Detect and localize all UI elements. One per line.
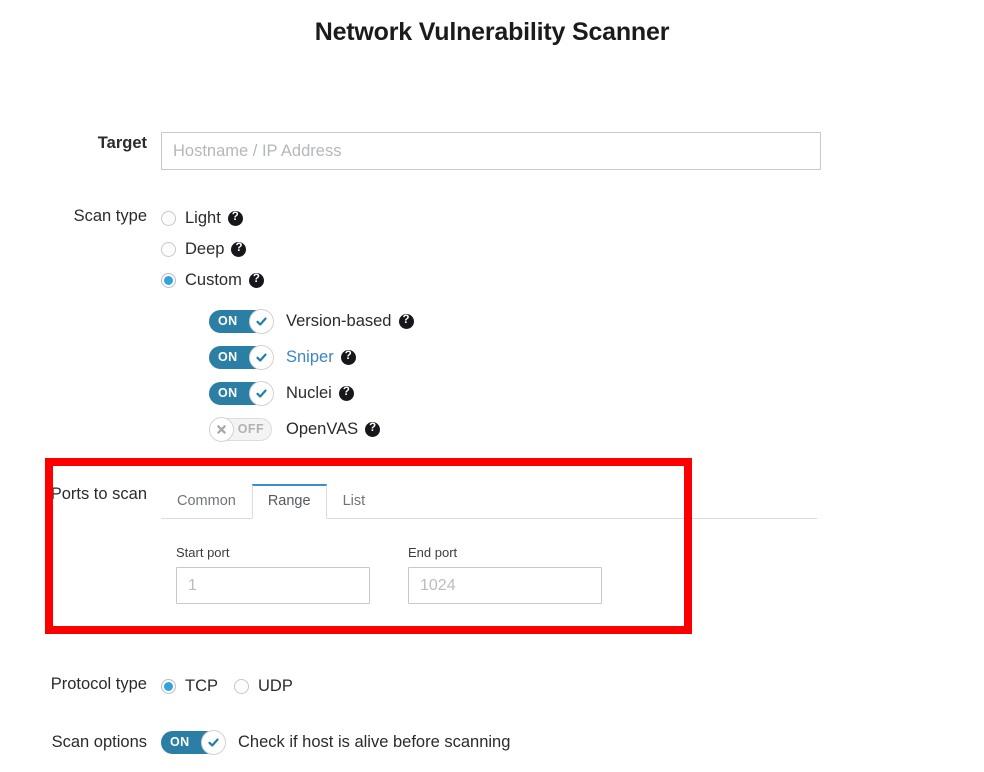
toggle-sniper[interactable]: ON (209, 344, 274, 370)
engine-label-version-based: Version-based (286, 311, 392, 330)
engine-label-openvas: OpenVAS (286, 419, 359, 438)
toggle-nuclei[interactable]: ON (209, 380, 274, 406)
check-icon (256, 316, 267, 326)
toggle-state-label: ON (218, 385, 238, 400)
engine-toggle-list: ON Version-based ? ON Sniper ? ON Nuclei… (209, 308, 414, 452)
tab-range[interactable]: Range (251, 484, 327, 519)
toggle-knob (249, 380, 274, 406)
scan-type-row: Scan type Light ? Deep ? Custom ? (6, 205, 264, 298)
toggle-version-based[interactable]: ON (209, 308, 274, 334)
help-icon-nuclei[interactable]: ? (338, 385, 354, 401)
start-port-field: Start port (176, 545, 370, 604)
protocol-type-options: TCP UDP (161, 673, 309, 699)
toggle-state-label: ON (218, 313, 238, 328)
check-icon (256, 388, 267, 398)
help-icon-light[interactable]: ? (227, 210, 243, 226)
toggle-openvas[interactable]: OFF (209, 416, 274, 442)
radio-custom[interactable] (161, 272, 176, 288)
tab-common[interactable]: Common (177, 493, 236, 509)
ports-to-scan-label: Ports to scan (50, 485, 147, 503)
help-icon-openvas[interactable]: ? (365, 421, 381, 437)
engine-row-version-based: ON Version-based ? (209, 308, 414, 334)
scan-options-control: ON Check if host is alive before scannin… (161, 729, 510, 765)
ports-to-scan-control: Common Range List Start port End port (161, 483, 821, 604)
scan-type-options: Light ? Deep ? Custom ? (161, 205, 264, 298)
check-icon (256, 352, 267, 362)
scan-type-label: Scan type (73, 207, 147, 225)
toggle-knob (201, 729, 226, 755)
radio-option-custom[interactable]: Custom ? (161, 267, 264, 293)
toggle-knob (209, 416, 234, 442)
scan-options-label: Scan options (51, 733, 147, 751)
radio-udp-label: UDP (258, 676, 293, 695)
target-label: Target (97, 134, 147, 152)
scan-options-row: Scan options ON Check if host is alive b… (6, 729, 510, 765)
end-port-label: End port (408, 545, 458, 560)
engine-label-nuclei: Nuclei (286, 383, 332, 402)
start-port-label: Start port (176, 545, 230, 560)
help-icon-version-based[interactable]: ? (398, 313, 414, 329)
radio-tcp[interactable] (161, 678, 176, 694)
port-range-fields: Start port End port (176, 545, 821, 604)
scan-options-alive-check-row: ON Check if host is alive before scannin… (161, 729, 510, 755)
radio-deep[interactable] (161, 241, 176, 257)
toggle-state-label: ON (170, 734, 190, 749)
start-port-input[interactable] (176, 567, 370, 604)
protocol-type-label: Protocol type (50, 675, 147, 693)
tab-list[interactable]: List (342, 493, 366, 509)
scan-options-alive-check-label: Check if host is alive before scanning (238, 732, 511, 751)
help-icon-sniper[interactable]: ? (340, 349, 356, 365)
target-row: Target (6, 132, 821, 170)
engine-row-sniper: ON Sniper ? (209, 344, 414, 370)
engine-row-nuclei: ON Nuclei ? (209, 380, 414, 406)
toggle-state-label: OFF (237, 421, 264, 436)
toggle-knob (249, 344, 274, 370)
toggle-host-alive-check[interactable]: ON (161, 729, 226, 755)
ports-to-scan-row: Ports to scan Common Range List Start po… (6, 483, 821, 604)
radio-option-tcp[interactable]: TCP (161, 673, 218, 699)
ports-tabs: Common Range List (161, 483, 817, 519)
radio-option-udp[interactable]: UDP (234, 673, 293, 699)
radio-tcp-label: TCP (185, 676, 218, 695)
target-input[interactable] (161, 132, 821, 170)
end-port-input[interactable] (408, 567, 602, 604)
target-control (161, 132, 821, 170)
radio-udp[interactable] (234, 678, 249, 694)
toggle-state-label: ON (218, 349, 238, 364)
engine-label-sniper[interactable]: Sniper (286, 347, 334, 366)
radio-custom-label: Custom (185, 270, 242, 289)
radio-option-light[interactable]: Light ? (161, 205, 264, 231)
help-icon-deep[interactable]: ? (231, 241, 247, 257)
toggle-knob (249, 308, 274, 334)
radio-option-deep[interactable]: Deep ? (161, 236, 264, 262)
help-icon-custom[interactable]: ? (248, 272, 264, 288)
radio-deep-label: Deep (185, 239, 225, 258)
check-icon (208, 737, 219, 747)
engine-row-openvas: OFF OpenVAS ? (209, 416, 414, 442)
protocol-type-row: Protocol type TCP UDP (6, 673, 309, 699)
radio-light[interactable] (161, 210, 176, 226)
end-port-field: End port (408, 545, 602, 604)
page-title: Network Vulnerability Scanner (314, 18, 670, 46)
radio-light-label: Light (185, 208, 221, 227)
close-icon (217, 424, 226, 434)
